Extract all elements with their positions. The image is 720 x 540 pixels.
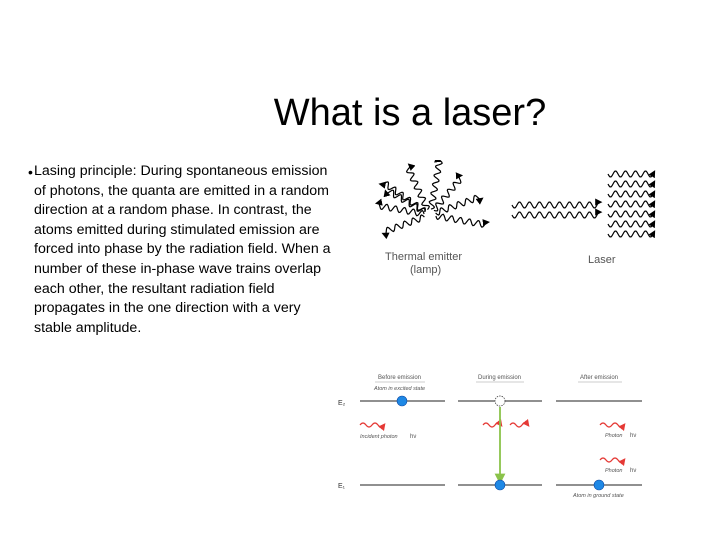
wave-arrow — [607, 210, 656, 219]
wave-arrow — [607, 170, 656, 179]
wave-arrow — [381, 214, 425, 240]
wave-arrow — [433, 172, 464, 212]
thermal-emitter-sublabel: (lamp) — [410, 264, 441, 276]
wave-arrow — [435, 213, 490, 228]
thermal-emitter-label: Thermal emitter — [385, 251, 462, 263]
incident-photon-wave — [359, 422, 386, 431]
ground-state-atom — [494, 479, 506, 491]
wave-arrow — [383, 189, 426, 213]
wave-arrow — [511, 198, 603, 209]
wave-arrow — [607, 180, 656, 189]
slide-title: What is a laser? — [273, 92, 547, 134]
wave-arrow — [607, 230, 656, 239]
excited-atom — [396, 395, 408, 407]
stimulating-photon-wave — [482, 419, 503, 428]
photon-energy: hν — [630, 433, 636, 439]
photon-energy: hν — [630, 468, 636, 474]
incident-photon-label: Incident photon — [360, 434, 398, 440]
wave-arrow — [428, 160, 443, 210]
output-photon-wave — [599, 422, 626, 431]
vacated-excited-state — [494, 395, 506, 407]
wave-arrow — [607, 190, 656, 199]
output-photon-wave — [599, 457, 626, 466]
photon-label: Photon — [605, 433, 622, 439]
column-during-emission: During emission — [478, 375, 521, 381]
wave-arrow — [435, 194, 484, 216]
bullet-dot: • — [28, 164, 33, 180]
level-e2-label: E₂ — [338, 400, 346, 407]
wave-arrow — [405, 163, 430, 210]
bullet-text: Lasing principle: During spontaneous emi… — [34, 163, 331, 336]
wave-arrow — [607, 200, 656, 209]
atom-ground-label: Atom in ground state — [572, 493, 624, 499]
emitted-photon-wave — [509, 419, 530, 428]
atom-excited-label: Atom in excited state — [373, 386, 425, 392]
stimulated-emission-figure: Before emission During emission After em… — [338, 375, 642, 499]
column-after-emission: After emission — [580, 375, 618, 381]
laser-label: Laser — [588, 254, 616, 266]
wave-arrow — [511, 208, 603, 219]
wave-arrow — [374, 198, 425, 217]
thermal-emission-waves — [374, 160, 490, 240]
ground-state-atom — [593, 479, 605, 491]
wave-arrow — [607, 220, 656, 229]
laser-emission-waves — [511, 170, 656, 239]
wave-arrow — [378, 181, 427, 212]
photon-label: Photon — [605, 468, 622, 474]
emitter-comparison-figure: Thermal emitter (lamp) Laser — [374, 160, 656, 276]
column-before-emission: Before emission — [378, 375, 421, 381]
incident-photon-energy: hν — [410, 434, 416, 440]
level-e1-label: E₁ — [338, 483, 346, 490]
